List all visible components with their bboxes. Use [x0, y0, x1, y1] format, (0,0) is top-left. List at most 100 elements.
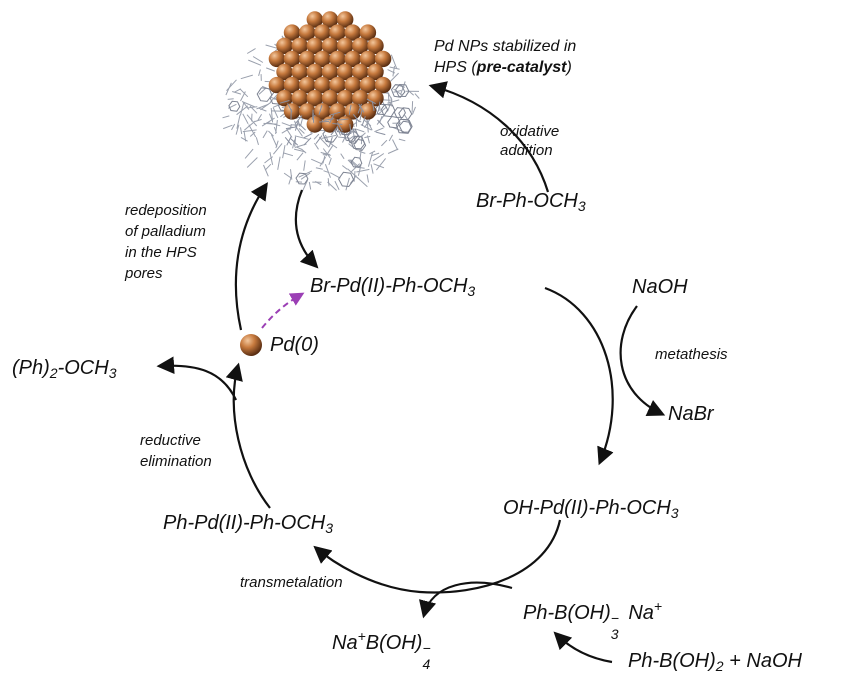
polymer-segment-front: [303, 137, 312, 146]
polymer-segment-front: [290, 138, 299, 146]
polymer-segment: [373, 163, 385, 169]
pd-atom: [337, 90, 354, 107]
polymer-segment-front: [375, 131, 386, 136]
polymer-segment: [354, 128, 365, 133]
polymer-segment: [314, 180, 322, 186]
oh-pd-text: OH-Pd(II)-Ph-OCH: [503, 497, 671, 519]
pd-atom: [352, 63, 369, 81]
polymer-segment: [239, 102, 245, 116]
polymer-segment: [356, 168, 370, 173]
pd-atom: [291, 90, 308, 107]
ph-pd-sub: 3: [325, 520, 334, 536]
polymer-segment-front: [338, 118, 349, 121]
polymer-segment: [319, 156, 327, 167]
pd-atom: [306, 63, 323, 81]
polymer-segment-front: [286, 136, 292, 146]
step-oxidative-addition: oxidative addition: [500, 122, 559, 160]
species-na-borate: Na+B(OH)−4: [332, 628, 434, 672]
arrow-borate-byproduct: [419, 581, 513, 619]
polymer-segment: [240, 74, 253, 80]
polymer-ring: [395, 118, 413, 134]
polymer-segment-front: [348, 104, 352, 115]
polymer-segment-front: [294, 136, 296, 147]
polymer-segment: [231, 123, 236, 131]
polymer-segment: [360, 134, 363, 145]
polymer-segment: [240, 91, 246, 102]
polymer-segment: [390, 54, 398, 69]
polymer-segment: [398, 138, 406, 142]
polymer-segment: [341, 165, 348, 170]
pd-atom: [321, 90, 339, 107]
polymer-segment: [258, 107, 267, 112]
polymer-segment-front: [352, 113, 360, 123]
polymer-segment: [388, 134, 394, 142]
elimination-line: elimination: [140, 453, 212, 470]
polymer-segment: [392, 139, 399, 151]
pd-atom: [291, 63, 308, 81]
polymer-segment-front: [330, 126, 338, 136]
species-borate: Ph-B(OH)−3 Na+: [523, 598, 662, 642]
pd-atom: [306, 116, 323, 133]
polymer-segment: [242, 113, 249, 125]
polymer-segment-front: [318, 105, 323, 115]
arrow-dashed-pd0-to-complex: [261, 292, 305, 329]
polymer-segment: [313, 133, 320, 140]
polymer-segment: [387, 99, 400, 104]
species-aryl-bromide: Br-Ph-OCH3: [476, 190, 586, 214]
polymer-segment: [232, 91, 242, 95]
polymer-segment: [374, 127, 384, 133]
polymer-segment: [357, 164, 362, 176]
polymer-segment: [252, 56, 264, 63]
product-sub1: 2: [49, 365, 58, 381]
polymer-ring: [338, 171, 355, 188]
polymer-segment: [327, 181, 337, 191]
polymer-segment: [379, 115, 383, 123]
pd0-particle: [240, 334, 262, 356]
polymer-segment-front: [377, 101, 381, 112]
na-borate-a: Na: [332, 632, 358, 654]
arrow-redeposition: [234, 182, 268, 331]
polymer-segment-front: [303, 132, 313, 139]
pd-atom: [306, 37, 323, 54]
polymer-segment: [321, 134, 337, 139]
polymer-segment: [226, 79, 237, 92]
polymer-segment: [240, 127, 243, 135]
polymer-segment-front: [284, 136, 292, 146]
polymer-segment: [296, 152, 304, 161]
polymer-segment: [294, 135, 309, 140]
pd-atom: [321, 11, 339, 28]
polymer-segment: [263, 164, 269, 177]
redeposition-line3: in the HPS: [125, 244, 197, 261]
pd-atom: [314, 103, 331, 120]
polymer-segment: [322, 148, 331, 159]
polymer-segment: [281, 122, 292, 127]
polymer-segment: [411, 106, 416, 115]
aryl-bromide-text: Br-Ph-OCH: [476, 190, 578, 212]
step-transmetalation: transmetalation: [240, 574, 343, 591]
polymer-segment-front: [349, 123, 352, 134]
pd-nanoparticle-cluster: [268, 11, 392, 147]
polymer-segment-front: [295, 115, 303, 124]
step-metathesis: metathesis: [655, 346, 728, 363]
polymer-segment: [347, 168, 359, 179]
precatalyst-label: Pd NPs stabilized in HPS (pre-catalyst): [434, 36, 576, 78]
polymer-segment-front: [324, 118, 335, 121]
polymer-segment: [294, 124, 303, 137]
pd-atom: [314, 50, 331, 68]
polymer-segment: [262, 130, 268, 139]
polymer-segment: [283, 172, 292, 179]
step-reductive-elimination: reductive elimination: [140, 430, 212, 472]
na-borate-sup1: +: [357, 628, 366, 644]
polymer-segment: [370, 164, 374, 174]
polymer-segment: [327, 178, 330, 187]
borate-b: Na: [622, 602, 654, 624]
boronic-b: + NaOH: [723, 650, 802, 672]
polymer-ring: [343, 127, 359, 143]
product-b: -OCH: [57, 357, 109, 379]
polymer-segment: [310, 158, 323, 165]
polymer-segment: [244, 148, 254, 159]
polymer-segment: [270, 134, 278, 148]
polymer-ring: [228, 100, 241, 112]
polymer-segment: [240, 136, 248, 142]
redeposition-line2: of palladium: [125, 223, 206, 240]
